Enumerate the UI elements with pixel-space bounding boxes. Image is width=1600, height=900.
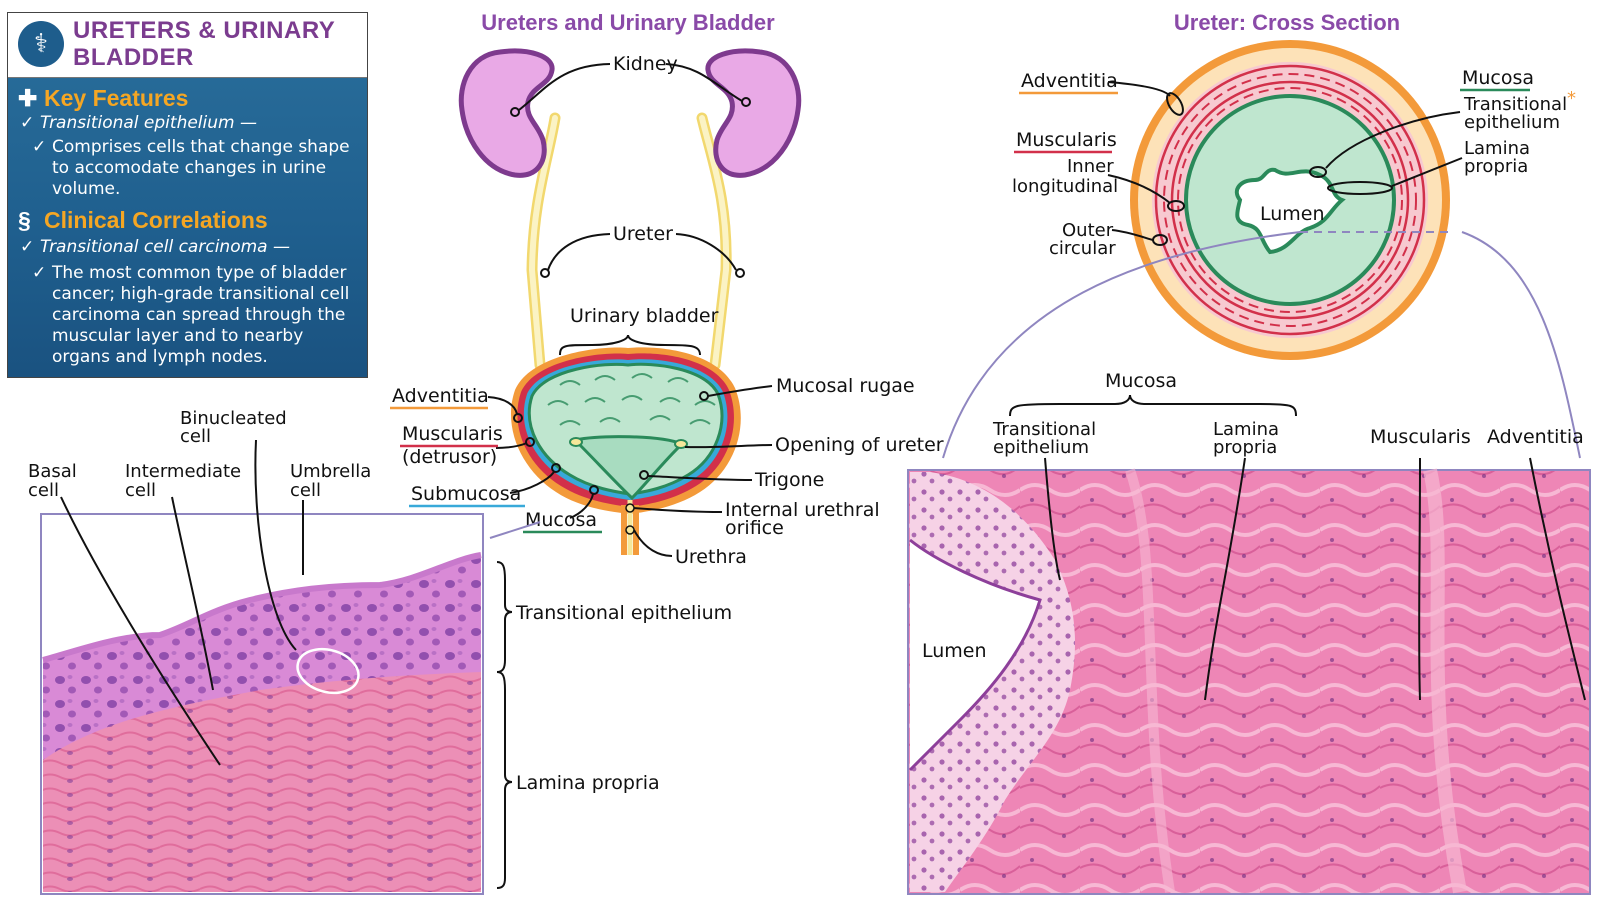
- ureter-opening-left: [569, 437, 583, 447]
- r-label-mucosa: Mucosa: [1105, 370, 1177, 392]
- panel-header: ⚕ URETERS & URINARY BLADDER: [8, 13, 367, 78]
- info-panel: ⚕ URETERS & URINARY BLADDER ✚Key Feature…: [7, 12, 368, 378]
- clinical-point: ✓Transitional cell carcinoma —: [20, 237, 290, 258]
- r-label-epithelium: epithelium: [993, 437, 1089, 458]
- check-icon: ✓: [20, 237, 35, 257]
- label-binucleated: Binucleated: [180, 408, 287, 429]
- detail-line: The most common type of bladder: [52, 263, 347, 283]
- detail-line: volume.: [52, 179, 121, 199]
- detail-line: cancer; high-grade transitional cell: [52, 284, 350, 304]
- key-features-heading: ✚Key Features: [18, 85, 188, 112]
- r-label-lamina: Lamina: [1213, 419, 1279, 440]
- bladder-micrograph: [40, 513, 484, 895]
- label-muscularis-bladder: Muscularis: [402, 423, 503, 445]
- cs-label-lumen: Lumen: [1260, 203, 1325, 225]
- check-icon: ✓: [20, 113, 35, 133]
- label-umbrella-cell: cell: [290, 480, 321, 501]
- trigone: [571, 435, 685, 501]
- cs-label-outer: Outer: [1062, 220, 1114, 241]
- cs-label-circular: circular: [1049, 238, 1116, 259]
- key-features-label: Key Features: [44, 85, 189, 111]
- label-lamina-propria: Lamina propria: [516, 772, 660, 794]
- clinical-correlations-label: Clinical Correlations: [44, 207, 268, 233]
- left-kidney: [458, 48, 555, 178]
- binucleated-cell-highlight: [296, 647, 360, 695]
- label-basal: Basal: [28, 461, 77, 482]
- label-umbrella: Umbrella: [290, 461, 371, 482]
- r-label-muscularis: Muscularis: [1370, 426, 1471, 448]
- clinical-point-text: Transitional cell carcinoma —: [40, 237, 290, 257]
- label-detrusor: (detrusor): [402, 446, 497, 468]
- ureter-cross-section: [1130, 40, 1450, 360]
- urinary-bladder: [510, 347, 741, 555]
- label-transitional-epithelium: Transitional epithelium: [515, 602, 732, 624]
- label-ureter: Ureter: [613, 223, 673, 245]
- label-urinary-bladder: Urinary bladder: [570, 305, 719, 327]
- key-feature-point: ✓Transitional epithelium —: [20, 113, 257, 134]
- cs-label-mucosa: Mucosa: [1462, 67, 1534, 89]
- label-opening-of-ureter: Opening of ureter: [775, 434, 944, 456]
- cs-asterisk: *: [1567, 88, 1576, 109]
- cs-label-transitional: Transitional: [1463, 94, 1567, 115]
- cs-label-inner: Inner: [1067, 156, 1114, 177]
- plus-icon: ✚: [18, 85, 38, 111]
- label-intermediate-cell: cell: [125, 480, 156, 501]
- label-internal-urethral: Internal urethral: [725, 499, 880, 521]
- label-trigone: Trigone: [754, 469, 824, 491]
- clinical-detail: ✓The most common type of bladder cancer;…: [32, 263, 349, 368]
- r-label-lumen: Lumen: [922, 640, 987, 662]
- key-feature-detail: ✓Comprises cells that change shape to ac…: [32, 137, 350, 200]
- label-orifice: orifice: [725, 517, 784, 539]
- cross-section-title: Ureter: Cross Section: [1174, 10, 1400, 35]
- label-basal-cell: cell: [28, 480, 59, 501]
- detail-line: muscular layer and to nearby: [52, 326, 304, 346]
- cs-label-longitudinal: longitudinal: [1012, 176, 1118, 197]
- caduceus-icon: §: [18, 207, 31, 233]
- label-binucleated-cell: cell: [180, 426, 211, 447]
- ureter-lumen: [1234, 167, 1346, 255]
- r-label-transitional: Transitional: [992, 419, 1096, 440]
- center-title: Ureters and Urinary Bladder: [481, 10, 775, 35]
- cs-label-lamina: Lamina: [1464, 138, 1530, 159]
- label-submucosa-bladder: Submucosa: [411, 483, 521, 505]
- label-mucosal-rugae: Mucosal rugae: [776, 375, 915, 397]
- panel-title: URETERS & URINARY BLADDER: [73, 17, 335, 71]
- r-label-propria: propria: [1213, 437, 1277, 458]
- r-label-adventitia: Adventitia: [1487, 426, 1584, 448]
- check-icon: ✓: [32, 137, 47, 157]
- cs-label-adventitia: Adventitia: [1021, 70, 1118, 92]
- cs-label-muscularis: Muscularis: [1016, 129, 1117, 151]
- detail-line: to accomodate changes in urine: [52, 158, 327, 178]
- right-kidney: [705, 48, 802, 178]
- key-feature-point-text: Transitional epithelium —: [40, 113, 257, 133]
- ureter-micrograph: [907, 468, 1591, 895]
- label-mucosa-bladder: Mucosa: [525, 509, 597, 531]
- ureter-opening-right: [674, 439, 688, 449]
- check-icon: ✓: [32, 263, 47, 283]
- caduceus-icon: ⚕: [18, 21, 64, 67]
- cs-label-propria: propria: [1464, 156, 1528, 177]
- label-intermediate: Intermediate: [125, 461, 241, 482]
- cs-label-epithelium: epithelium: [1464, 112, 1560, 133]
- label-adventitia-bladder: Adventitia: [392, 385, 489, 407]
- detail-line: organs and lymph nodes.: [52, 347, 268, 367]
- label-kidney: Kidney: [613, 53, 678, 75]
- detail-line: carcinoma can spread through the: [52, 305, 346, 325]
- detail-line: Comprises cells that change shape: [52, 137, 350, 157]
- label-urethra: Urethra: [675, 546, 747, 568]
- clinical-correlations-heading: § Clinical Correlations: [18, 207, 268, 234]
